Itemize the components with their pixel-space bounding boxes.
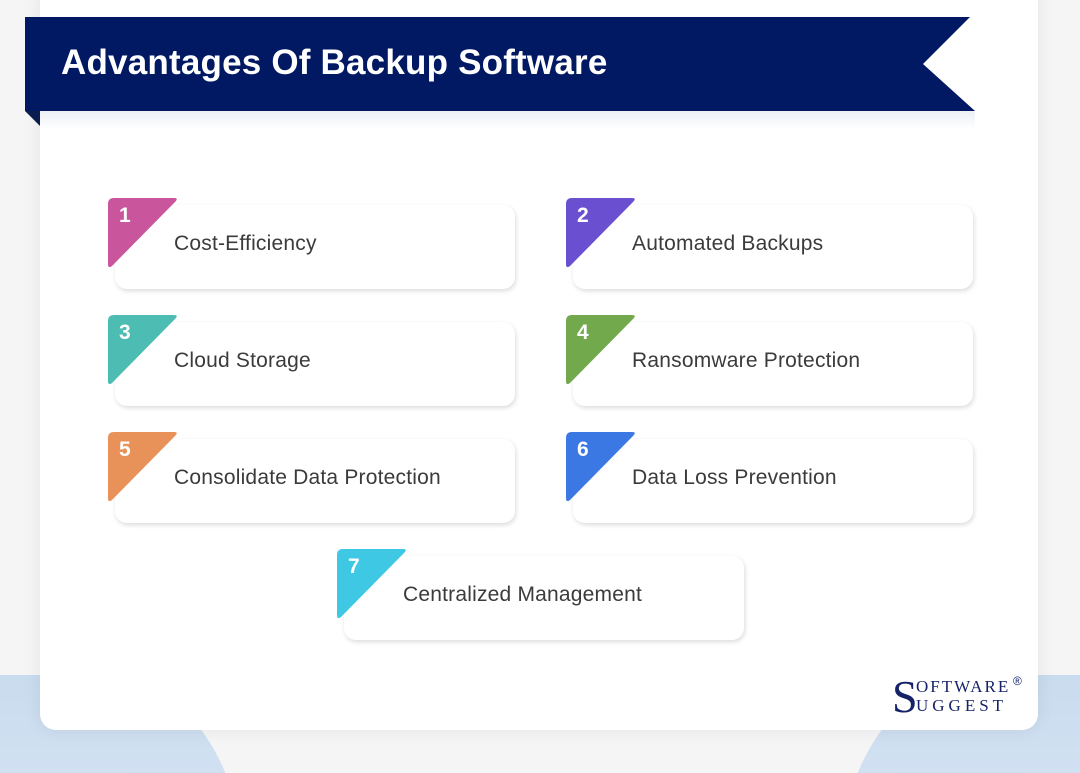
item-label: Cloud Storage bbox=[174, 349, 311, 372]
title-banner bbox=[25, 17, 975, 111]
banner-shadow bbox=[40, 110, 975, 130]
item-number: 5 bbox=[119, 438, 131, 461]
number-badge: 7 bbox=[337, 549, 408, 620]
item-label: Automated Backups bbox=[632, 232, 824, 255]
item-number: 7 bbox=[348, 555, 360, 578]
item-label: Data Loss Prevention bbox=[632, 466, 837, 489]
badge-triangle-icon bbox=[108, 315, 177, 385]
item-label: Cost-Efficiency bbox=[174, 232, 317, 255]
registered-mark-icon: ® bbox=[1013, 674, 1022, 688]
list-item: 5 Consolidate Data Protection bbox=[108, 432, 515, 523]
item-label: Centralized Management bbox=[403, 583, 643, 606]
item-label: Consolidate Data Protection bbox=[174, 466, 441, 489]
badge-triangle-icon bbox=[566, 198, 635, 268]
item-number: 2 bbox=[577, 204, 589, 227]
item-number: 3 bbox=[119, 321, 131, 344]
item-number: 6 bbox=[577, 438, 589, 461]
logo-line-2: UGGEST bbox=[916, 696, 1008, 715]
number-badge: 2 bbox=[566, 198, 637, 269]
badge-triangle-icon bbox=[566, 315, 635, 385]
badge-triangle-icon bbox=[337, 549, 406, 619]
logo-initial: S bbox=[892, 671, 918, 722]
item-number: 1 bbox=[119, 204, 131, 227]
number-badge: 5 bbox=[108, 432, 179, 503]
badge-triangle-icon bbox=[108, 432, 177, 502]
item-label: Ransomware Protection bbox=[632, 349, 861, 372]
item-number: 4 bbox=[577, 321, 589, 344]
page-title: Advantages Of Backup Software bbox=[61, 43, 608, 82]
banner-fold bbox=[25, 111, 40, 126]
logo-line-1: OFTWARE bbox=[916, 677, 1011, 696]
list-item: 1 Cost-Efficiency bbox=[108, 198, 515, 289]
badge-triangle-icon bbox=[566, 432, 635, 502]
list-item: 4 Ransomware Protection bbox=[566, 315, 973, 406]
number-badge: 4 bbox=[566, 315, 637, 386]
list-item: 3 Cloud Storage bbox=[108, 315, 515, 406]
softwaresuggest-logo: S OFTWARE UGGEST ® bbox=[892, 672, 1032, 722]
list-item: 6 Data Loss Prevention bbox=[566, 432, 973, 523]
number-badge: 6 bbox=[566, 432, 637, 503]
number-badge: 3 bbox=[108, 315, 179, 386]
list-item: 7 Centralized Management bbox=[337, 549, 744, 640]
list-item: 2 Automated Backups bbox=[566, 198, 973, 289]
number-badge: 1 bbox=[108, 198, 179, 269]
badge-triangle-icon bbox=[108, 198, 177, 268]
